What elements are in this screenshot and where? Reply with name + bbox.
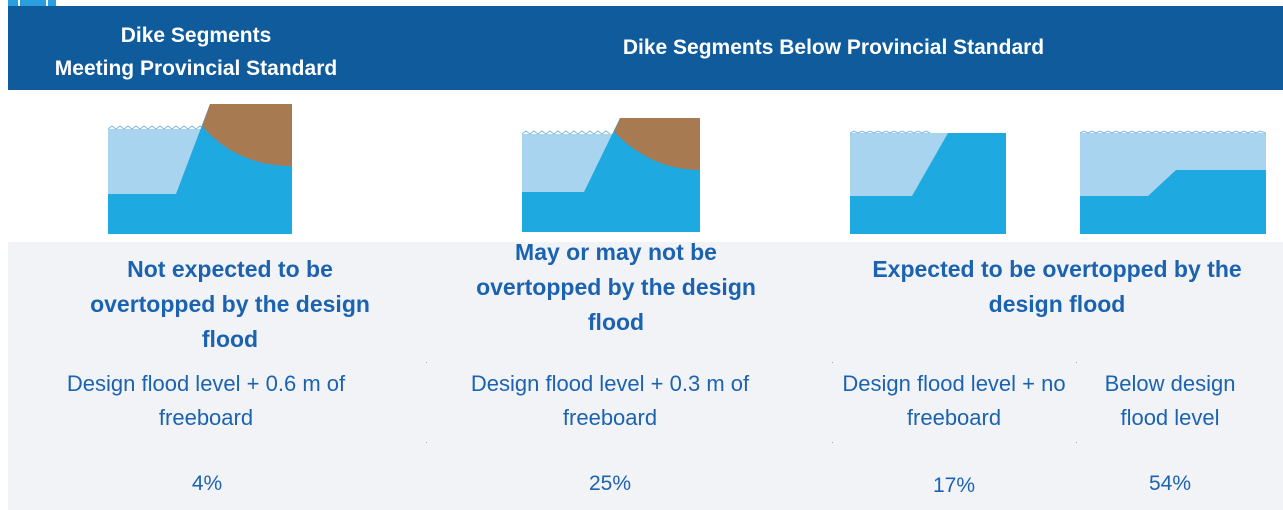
description-column-2: May or may not be overtopped by the desi… bbox=[476, 238, 756, 335]
level-column-1: Design flood level + 0.6 m of freeboard bbox=[66, 371, 346, 430]
dike-body bbox=[1080, 170, 1266, 234]
dike-body bbox=[850, 133, 1006, 234]
header-meeting-standard: Dike Segments Meeting Provincial Standar… bbox=[8, 14, 384, 90]
dike-cross-section-freeboard-icon bbox=[522, 118, 700, 232]
separator-dot bbox=[832, 362, 833, 363]
dike-illustration-1 bbox=[108, 104, 292, 234]
percent-column-3: 17% bbox=[932, 474, 976, 497]
freeboard-area bbox=[614, 118, 700, 170]
description-column-1: Not expected to be overtopped by the des… bbox=[90, 255, 370, 352]
header-below-standard: Dike Segments Below Provincial Standard bbox=[384, 6, 1283, 90]
level-column-2: Design flood level + 0.3 m of freeboard bbox=[470, 371, 750, 430]
separator-dot bbox=[1076, 362, 1077, 363]
percent-column-2: 25% bbox=[588, 472, 632, 495]
header-left-line1: Dike Segments bbox=[120, 24, 272, 47]
separator-dot bbox=[426, 442, 427, 443]
dike-illustration-2 bbox=[522, 118, 700, 232]
water-surface bbox=[1080, 130, 1266, 134]
water-surface bbox=[522, 130, 611, 135]
freeboard-area bbox=[202, 104, 292, 166]
level-column-4: Below design flood level bbox=[1104, 371, 1236, 430]
water-surface bbox=[108, 125, 205, 130]
separator-dot bbox=[832, 442, 833, 443]
percent-column-1: 4% bbox=[191, 472, 223, 495]
dike-cross-section-no-freeboard-icon bbox=[1080, 130, 1266, 234]
separator-dot bbox=[1076, 442, 1077, 443]
header-left-line2: Meeting Provincial Standard bbox=[54, 57, 338, 80]
dike-cross-section-no-freeboard-icon bbox=[850, 130, 1006, 234]
water-surface bbox=[850, 130, 931, 134]
info-band bbox=[8, 242, 1283, 510]
dike-illustration-4 bbox=[1080, 130, 1266, 234]
header-bar bbox=[8, 6, 1283, 90]
dike-cross-section-freeboard-icon bbox=[108, 104, 292, 234]
percent-column-4: 54% bbox=[1148, 472, 1192, 495]
dike-illustration-3 bbox=[850, 130, 1006, 234]
description-column-3: Expected to be overtopped by the design … bbox=[872, 256, 1242, 317]
separator-dot bbox=[426, 362, 427, 363]
level-column-3: Design flood level + no freeboard bbox=[842, 371, 1066, 430]
header-right-label: Dike Segments Below Provincial Standard bbox=[622, 36, 1045, 59]
